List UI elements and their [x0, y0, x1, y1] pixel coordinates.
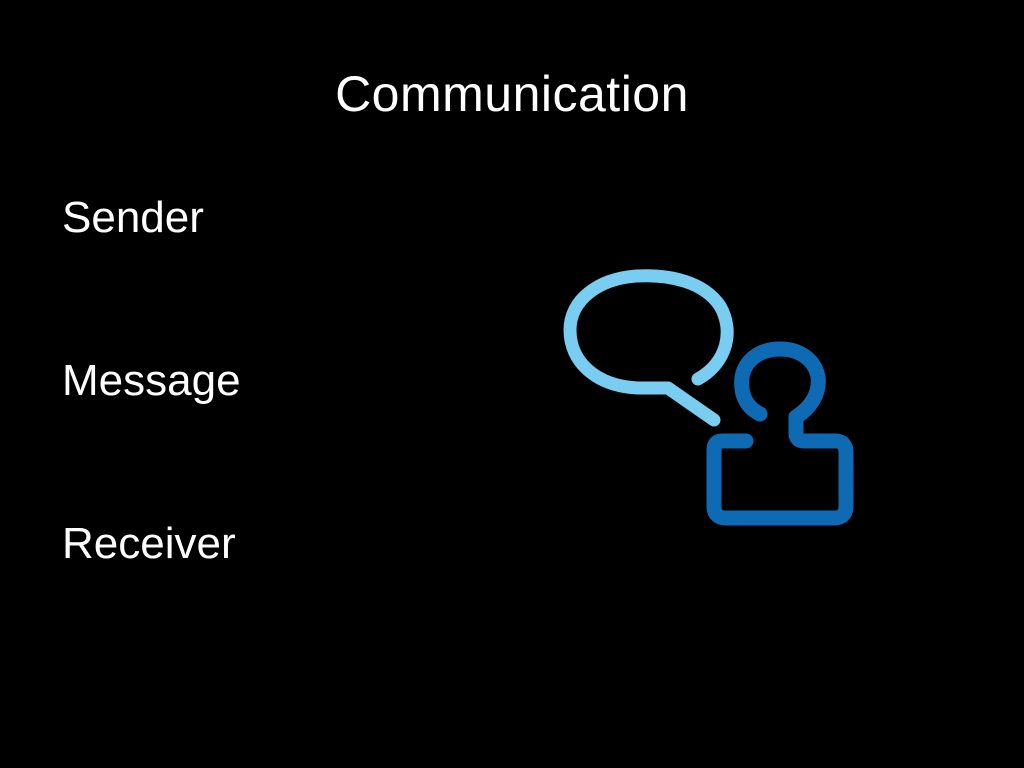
bullet-list: Sender Message Receiver [62, 188, 241, 574]
list-item-receiver: Receiver [62, 519, 236, 568]
person-speech-bubble-icon [563, 269, 854, 526]
person-icon [706, 341, 854, 526]
speech-bubble-icon [563, 269, 734, 427]
list-item-message: Message [62, 356, 241, 405]
list-item-sender: Sender [62, 193, 204, 242]
slide-title: Communication [335, 66, 689, 122]
